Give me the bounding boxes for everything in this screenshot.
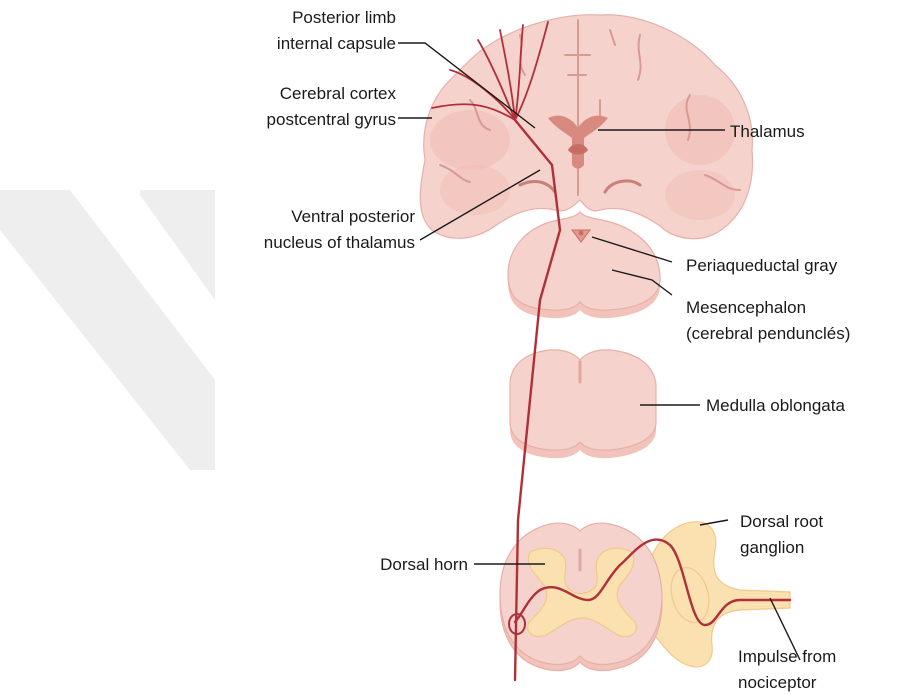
label-medulla-oblongata: Medulla oblongata bbox=[706, 396, 845, 415]
mesencephalon-section bbox=[508, 212, 660, 318]
chevron-right-watermark-icon bbox=[0, 190, 215, 650]
label-dorsal-horn: Dorsal horn bbox=[380, 555, 468, 574]
label-cerebral-cortex-line2: postcentral gyrus bbox=[267, 110, 396, 129]
label-posterior-limb-line2: internal capsule bbox=[277, 34, 396, 53]
cerebrum-section bbox=[420, 15, 752, 239]
label-ventral-posterior-line1: Ventral posterior bbox=[291, 207, 415, 226]
label-impulse-line2: nociceptor bbox=[738, 673, 817, 692]
label-impulse-line1: Impulse from bbox=[738, 647, 836, 666]
label-ventral-posterior-line2: nucleus of thalamus bbox=[264, 233, 415, 252]
label-periaqueductal-gray: Periaqueductal gray bbox=[686, 256, 838, 275]
label-mesencephalon-line2: (cerebral pendunclés) bbox=[686, 324, 850, 343]
label-thalamus: Thalamus bbox=[730, 122, 805, 141]
medulla-oblongata-section bbox=[510, 350, 656, 458]
label-dorsal-root-line2: ganglion bbox=[740, 538, 804, 557]
label-posterior-limb-line1: Posterior limb bbox=[292, 8, 396, 27]
label-dorsal-root-line1: Dorsal root bbox=[740, 512, 823, 531]
label-mesencephalon-line1: Mesencephalon bbox=[686, 298, 806, 317]
label-cerebral-cortex-line1: Cerebral cortex bbox=[280, 84, 397, 103]
